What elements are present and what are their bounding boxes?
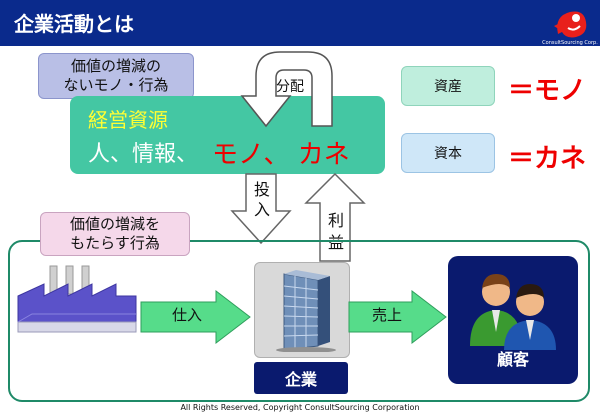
profit-arrow xyxy=(304,173,366,262)
copyright-footer: All Rights Reserved, Copyright ConsultSo… xyxy=(180,403,420,412)
purchase-label: 仕入 xyxy=(172,306,203,324)
company-label: 企業 xyxy=(254,362,348,394)
header-bar xyxy=(0,0,600,46)
sales-arrow xyxy=(348,290,447,344)
distribution-loop-arrow xyxy=(240,51,333,128)
capital-box: 資本 xyxy=(401,133,495,173)
purchase-arrow xyxy=(140,290,251,344)
investment-label: 投 入 xyxy=(254,180,271,219)
distribution-label: 分配 xyxy=(276,79,304,95)
factory-icon xyxy=(17,265,137,333)
sales-label: 売上 xyxy=(372,306,403,324)
logo-caption: ConsultSourcing Corp. xyxy=(542,40,598,46)
consultsourcing-logo xyxy=(554,11,587,38)
investment-arrow xyxy=(230,173,292,245)
business-activity-frame xyxy=(8,240,590,402)
resource-items-red: モノ、 カネ xyxy=(212,140,350,170)
page-title: 企業活動とは xyxy=(14,12,134,36)
resource-items-black: 人、情報、 xyxy=(88,142,199,167)
value-change-label: 価値の増減を もたらす行為 xyxy=(40,212,190,256)
customer-label: 顧客 xyxy=(496,350,529,369)
resource-title: 経営資源 xyxy=(88,108,168,132)
building-icon xyxy=(276,270,336,352)
asset-equals-goods: ＝モノ xyxy=(508,76,587,106)
no-value-change-label: 価値の増減の ないモノ・行為 xyxy=(38,53,194,99)
asset-box: 資産 xyxy=(401,66,495,106)
profit-label: 利 益 xyxy=(328,211,345,252)
capital-equals-money: ＝カネ xyxy=(508,144,587,174)
customers-icon xyxy=(470,274,556,350)
